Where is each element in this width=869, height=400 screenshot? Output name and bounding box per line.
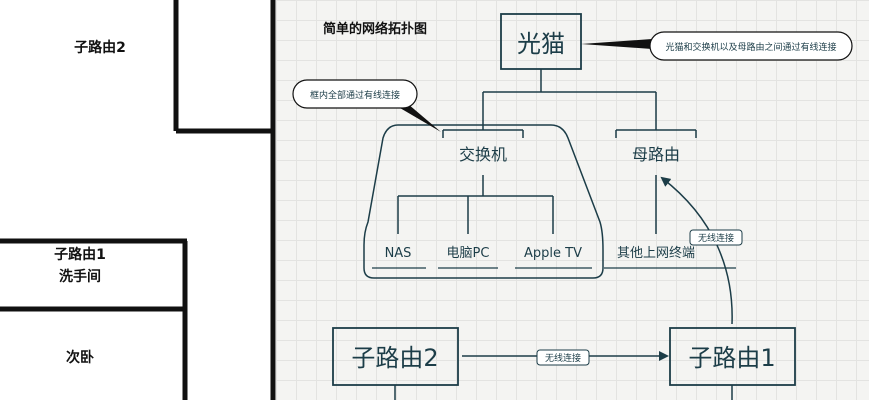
wireless-label-1: 无线连接 bbox=[545, 352, 581, 364]
main-router-label: 母路由 bbox=[632, 145, 680, 164]
room-label-sub-router-1: 子路由1 bbox=[54, 247, 106, 263]
diagram-canvas bbox=[276, 0, 869, 400]
other-terminals-label: 其他上网终端 bbox=[617, 245, 695, 261]
room-label-sub-router-2: 子路由2 bbox=[74, 40, 126, 56]
sub-router-2-label: 子路由2 bbox=[351, 344, 438, 372]
frame-callout-bubble bbox=[292, 79, 418, 109]
wireless-label-2: 无线连接 bbox=[698, 232, 734, 244]
sub-router-1-label: 子路由1 bbox=[688, 344, 775, 372]
switch-label: 交换机 bbox=[459, 145, 507, 164]
floorplan-walls bbox=[0, 0, 276, 400]
frame-callout-pointer bbox=[400, 104, 441, 132]
wireless-label-box bbox=[536, 349, 590, 366]
modem-callout-pointer bbox=[581, 39, 652, 49]
wired-frame bbox=[363, 124, 604, 279]
wireless-arrow-curved bbox=[660, 176, 733, 325]
apple-tv-label: Apple TV bbox=[524, 246, 582, 261]
diagram-title: 简单的网络拓扑图 bbox=[323, 22, 428, 37]
frame-callout-text: 框内全部通过有线连接 bbox=[310, 89, 400, 101]
floorplan: 子路由2 子路由1 洗手间 次卧 bbox=[0, 0, 276, 400]
room-label-bathroom: 洗手间 bbox=[59, 269, 101, 285]
nas-label: NAS bbox=[385, 246, 412, 261]
pc-label: 电脑PC bbox=[447, 246, 490, 261]
modem-callout-text: 光猫和交换机以及母路由之间通过有线连接 bbox=[665, 41, 836, 53]
optical-modem-label: 光猫 bbox=[517, 30, 565, 58]
wireless-label-box bbox=[689, 229, 743, 246]
modem-callout-bubble bbox=[649, 31, 853, 61]
room-label-bedroom: 次卧 bbox=[66, 350, 94, 366]
